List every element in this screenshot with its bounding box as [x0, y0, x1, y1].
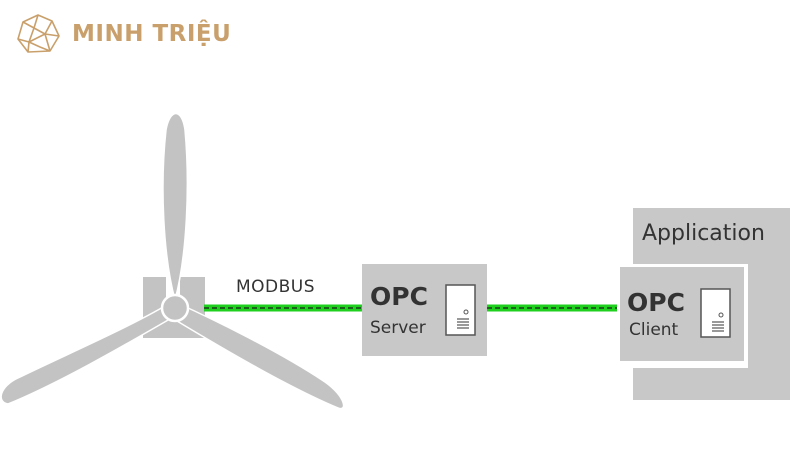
opc-client-box: OPC Client — [620, 267, 744, 361]
brand-logo: MINH TRIỆU — [14, 12, 231, 56]
server-document-icon — [445, 284, 476, 336]
wind-turbine-icon — [0, 112, 345, 410]
brand-name: MINH TRIỆU — [72, 21, 232, 47]
server-document-icon — [700, 288, 731, 338]
opc-server-title: OPC — [370, 282, 428, 311]
opc-client-title: OPC — [627, 288, 685, 317]
modbus-label: MODBUS — [236, 277, 315, 297]
application-title: Application — [642, 221, 765, 246]
opc-client-subtitle: Client — [629, 320, 679, 340]
crystal-logo-icon — [17, 14, 60, 53]
opc-server-box: OPC Server — [362, 264, 487, 356]
opc-server-subtitle: Server — [370, 318, 426, 338]
